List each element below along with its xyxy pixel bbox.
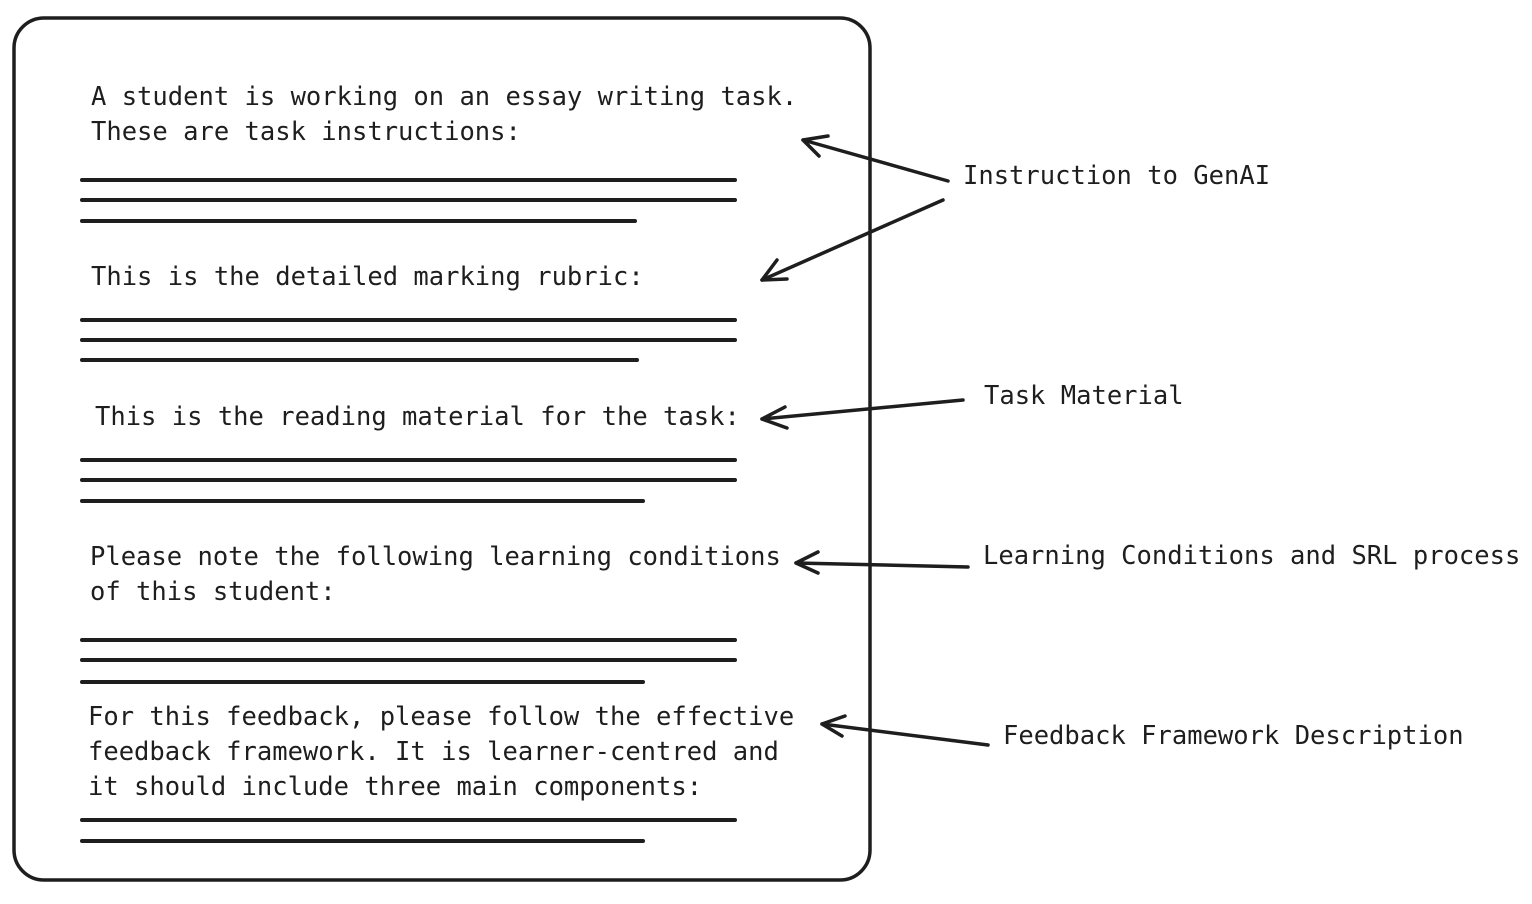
annotation-label-instruction: Instruction to GenAI xyxy=(963,161,1270,191)
annotation-label-learning-conditions: Learning Conditions and SRL process xyxy=(983,541,1520,571)
arrow-instruction-to-task xyxy=(801,134,950,183)
section-task-instructions: A student is working on an essay writing… xyxy=(80,82,797,223)
section-text-line: it should include three main components: xyxy=(88,772,702,802)
section-learning-conditions: Please note the following learning condi… xyxy=(80,542,781,684)
section-marking-rubric: This is the detailed marking rubric: xyxy=(80,262,737,362)
arrow-instruction-to-rubric xyxy=(760,198,945,282)
annotation-label-feedback-framework: Feedback Framework Description xyxy=(1003,721,1464,751)
section-text-line: feedback framework. It is learner-centre… xyxy=(88,737,779,767)
section-text-line: For this feedback, please follow the eff… xyxy=(88,702,794,732)
section-text-line: of this student: xyxy=(90,577,336,607)
section-text-line: This is the reading material for the tas… xyxy=(95,402,740,432)
section-feedback-framework: For this feedback, please follow the eff… xyxy=(80,702,794,843)
section-text-line: These are task instructions: xyxy=(91,117,521,147)
section-text-line: A student is working on an essay writing… xyxy=(91,82,797,112)
annotation-label-task-material: Task Material xyxy=(984,381,1184,411)
section-text-line: This is the detailed marking rubric: xyxy=(91,262,644,292)
arrow-task-material xyxy=(760,398,965,430)
section-reading-material: This is the reading material for the tas… xyxy=(80,402,740,503)
prompt-card xyxy=(12,16,872,882)
section-text-line: Please note the following learning condi… xyxy=(90,542,781,572)
arrow-feedback-framework xyxy=(820,714,990,747)
arrow-learning-conditions xyxy=(794,550,970,575)
